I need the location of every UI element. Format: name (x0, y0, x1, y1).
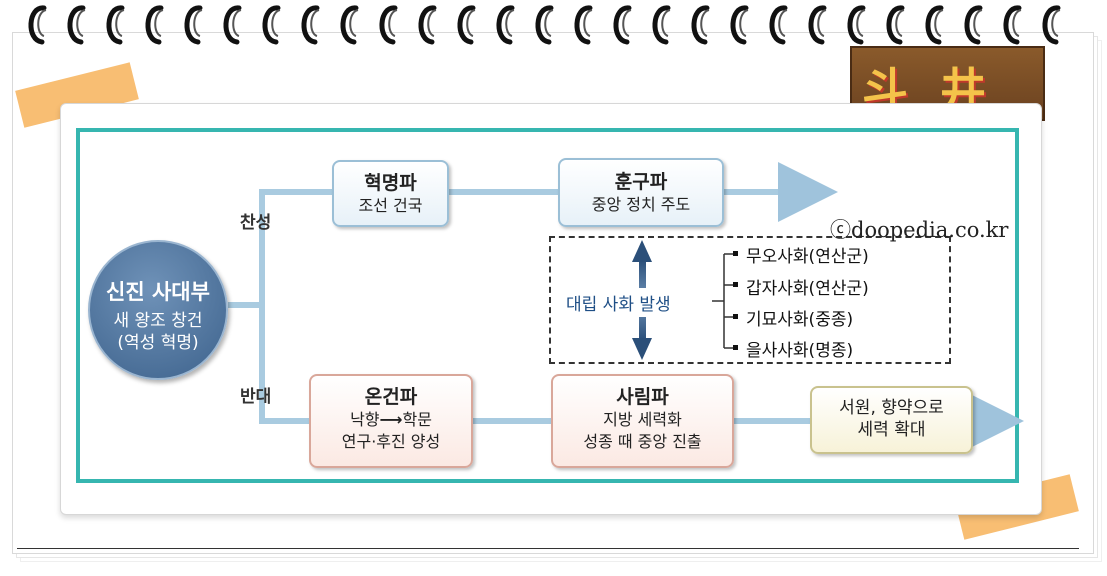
conflict-item: 무오사화(연산군) (746, 247, 869, 267)
node-ongeon: 온건파 낙향⟶학문 연구·후진 양성 (309, 374, 473, 468)
desc-part: 학문 (402, 410, 432, 429)
trunk-lines (228, 189, 810, 424)
node-line1: 서원, 향약으로 (839, 398, 944, 418)
binding-ring (613, 5, 632, 45)
root-node: 신진 사대부 새 왕조 창건 (역성 혁명) (88, 240, 228, 380)
arrow-icon: ⟶ (379, 410, 403, 429)
binding-ring (67, 5, 86, 45)
node-sarim: 사림파 지방 세력화 성종 때 중앙 진출 (551, 374, 734, 468)
binding-ring (262, 5, 281, 45)
node-desc-line2: 성종 때 중앙 진출 (583, 432, 702, 451)
binding-ring (418, 5, 437, 45)
node-hungu: 훈구파 중앙 정치 주도 (558, 158, 724, 227)
binding-ring (301, 5, 320, 45)
binding-ring (1003, 5, 1022, 45)
binding-ring (691, 5, 710, 45)
node-hyeokmyeong: 혁명파 조선 건국 (332, 160, 449, 227)
copyright-text: ⓒdoopedia.co.kr (830, 218, 1009, 242)
binding-ring (184, 5, 203, 45)
conflict-item: 을사사화(명종) (746, 341, 854, 361)
desc-part: 낙향 (350, 410, 380, 429)
node-desc-line2: 연구·후진 양성 (341, 432, 441, 451)
node-desc: 중앙 정치 주도 (591, 195, 691, 214)
node-desc: 조선 건국 (358, 196, 423, 215)
node-title: 훈구파 (614, 171, 668, 193)
node-seowon: 서원, 향약으로 세력 확대 (810, 386, 973, 454)
binding-ring (379, 5, 398, 45)
binding-ring (106, 5, 125, 45)
label-oppose: 반대 (240, 387, 272, 407)
binding-ring (925, 5, 944, 45)
node-desc-line1: 지방 세력화 (603, 410, 682, 429)
bottom-rule (17, 548, 1079, 549)
binding-ring (223, 5, 242, 45)
binding-ring (808, 5, 827, 45)
root-line2: (역성 혁명) (117, 333, 199, 353)
conflict-label: 대립 사화 발생 (566, 288, 671, 317)
binding-ring (340, 5, 359, 45)
node-title: 혁명파 (364, 172, 417, 194)
binding-ring (652, 5, 671, 45)
binding-ring (1042, 5, 1061, 45)
spiral-binding (28, 5, 1061, 45)
node-desc-line1: 낙향⟶학문 (311, 409, 471, 431)
root-line1: 새 왕조 창건 (113, 311, 203, 331)
binding-ring (535, 5, 554, 45)
binding-ring (769, 5, 788, 45)
binding-ring (574, 5, 593, 45)
node-title: 사림파 (616, 386, 669, 408)
node-title: 온건파 (364, 386, 418, 408)
binding-ring (145, 5, 164, 45)
binding-ring (730, 5, 749, 45)
binding-ring (886, 5, 905, 45)
conflict-box (549, 236, 951, 364)
conflict-item: 갑자사화(연산군) (746, 279, 869, 299)
bullet-points (733, 251, 738, 350)
bracket-lines (712, 253, 733, 349)
conflict-item: 기묘사화(중종) (746, 310, 854, 330)
label-support: 찬성 (240, 213, 272, 233)
binding-ring (457, 5, 476, 45)
binding-ring (496, 5, 515, 45)
binding-ring (964, 5, 983, 45)
binding-ring (847, 5, 866, 45)
binding-ring (28, 5, 47, 45)
root-title: 신진 사대부 (106, 280, 210, 304)
node-line2: 세력 확대 (857, 420, 926, 440)
